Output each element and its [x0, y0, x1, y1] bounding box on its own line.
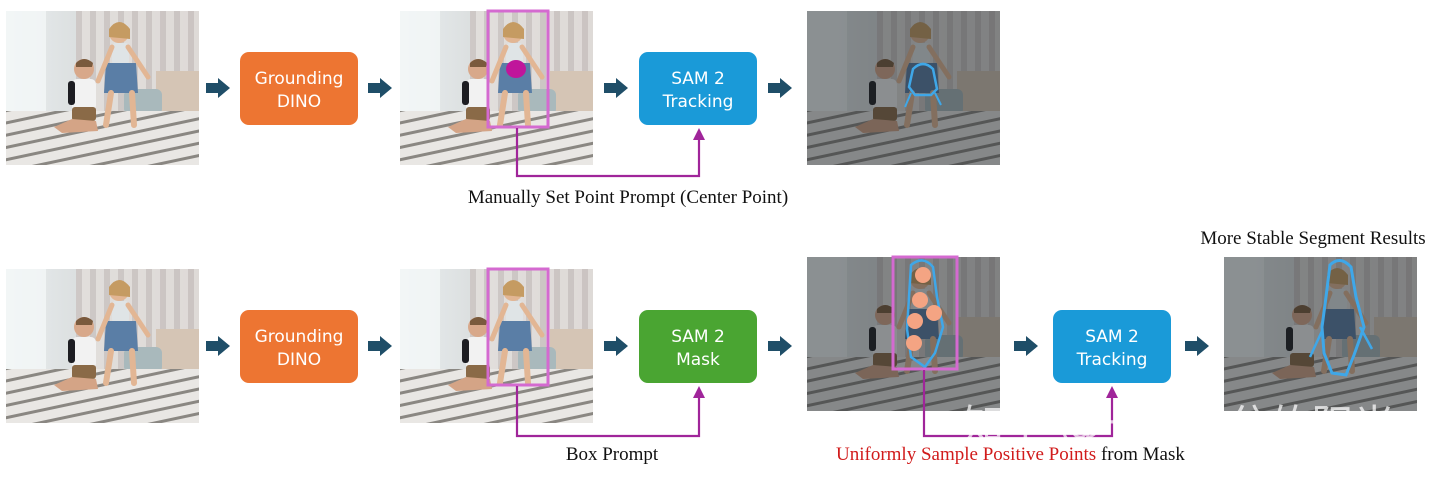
row2-mask-label-2: Mask — [676, 350, 720, 370]
row2-tracking-label-1: SAM 2 — [1085, 327, 1139, 347]
sample-caption-suffix: from Mask — [1096, 444, 1185, 465]
row1: Grounding DINO SAM 2 Tracking Manually S… — [6, 11, 1000, 208]
row2-detection-box — [486, 267, 550, 387]
row1-detection-box — [486, 9, 550, 129]
row1-sam-label-1: SAM 2 — [671, 69, 725, 89]
row1-arrow-1 — [206, 78, 230, 98]
row1-arrow-3 — [604, 78, 628, 98]
row1-detection-image — [400, 11, 593, 165]
row2-grounding-label-2: DINO — [277, 350, 321, 370]
sample-point — [906, 335, 922, 351]
row2-arrow-4 — [768, 336, 792, 356]
sample-point — [926, 305, 942, 321]
row2-mask-label-1: SAM 2 — [671, 327, 725, 347]
row2-result-mask-outline — [1320, 259, 1366, 377]
row2-arrow-2 — [368, 336, 392, 356]
row2-grounding-dino-box: Grounding DINO — [240, 310, 358, 383]
row2-arrow-6 — [1185, 336, 1209, 356]
row2-tracking-label-2: Tracking — [1076, 350, 1148, 370]
row2-box-caption: Box Prompt — [566, 444, 659, 465]
row1-arrow-4 — [768, 78, 792, 98]
row2-sample-prompt-connector — [922, 370, 1114, 438]
row2-sam2-mask-box: SAM 2 Mask — [639, 310, 757, 383]
row1-grounding-label-1: Grounding — [255, 69, 344, 89]
sample-point — [912, 292, 928, 308]
row1-prompt-connector — [515, 128, 701, 178]
row2-grounding-label-1: Grounding — [255, 327, 344, 347]
row2-arrow-3 — [604, 336, 628, 356]
row2-box-prompt-connector — [515, 386, 701, 438]
row2-input-image — [6, 269, 199, 423]
row2-sample-box — [891, 255, 959, 371]
sample-point — [915, 267, 931, 283]
row2-arrow-5 — [1014, 336, 1038, 356]
row1-arrow-2 — [368, 78, 392, 98]
row1-center-point — [506, 60, 526, 78]
watermark: 知乎 @十指透兮的阳光 — [962, 401, 1395, 450]
row2-sample-caption: Uniformly Sample Positive Points from Ma… — [836, 444, 1185, 465]
row2-result-caption: More Stable Segment Results — [1200, 228, 1425, 249]
row2: Grounding DINO SAM 2 Mask — [6, 228, 1426, 465]
row1-output-image — [807, 11, 1000, 165]
sample-caption-highlight: Uniformly Sample Positive Points — [836, 444, 1096, 465]
row1-caption: Manually Set Point Prompt (Center Point) — [468, 187, 788, 208]
row1-grounding-label-2: DINO — [277, 92, 321, 112]
row2-result-image — [1224, 257, 1417, 411]
row2-arrow-1 — [206, 336, 230, 356]
row2-mask-image — [807, 257, 1000, 411]
row1-sam-label-2: Tracking — [662, 92, 734, 112]
row1-grounding-dino-box: Grounding DINO — [240, 52, 358, 125]
row2-detection-image — [400, 269, 593, 423]
row2-sam2-tracking-box: SAM 2 Tracking — [1053, 310, 1171, 383]
row2-mask-outline — [905, 259, 945, 369]
sample-point — [907, 313, 923, 329]
row1-input-image — [6, 11, 199, 165]
row1-sam2-tracking-box: SAM 2 Tracking — [639, 52, 757, 125]
row1-mask-outline — [907, 62, 939, 97]
